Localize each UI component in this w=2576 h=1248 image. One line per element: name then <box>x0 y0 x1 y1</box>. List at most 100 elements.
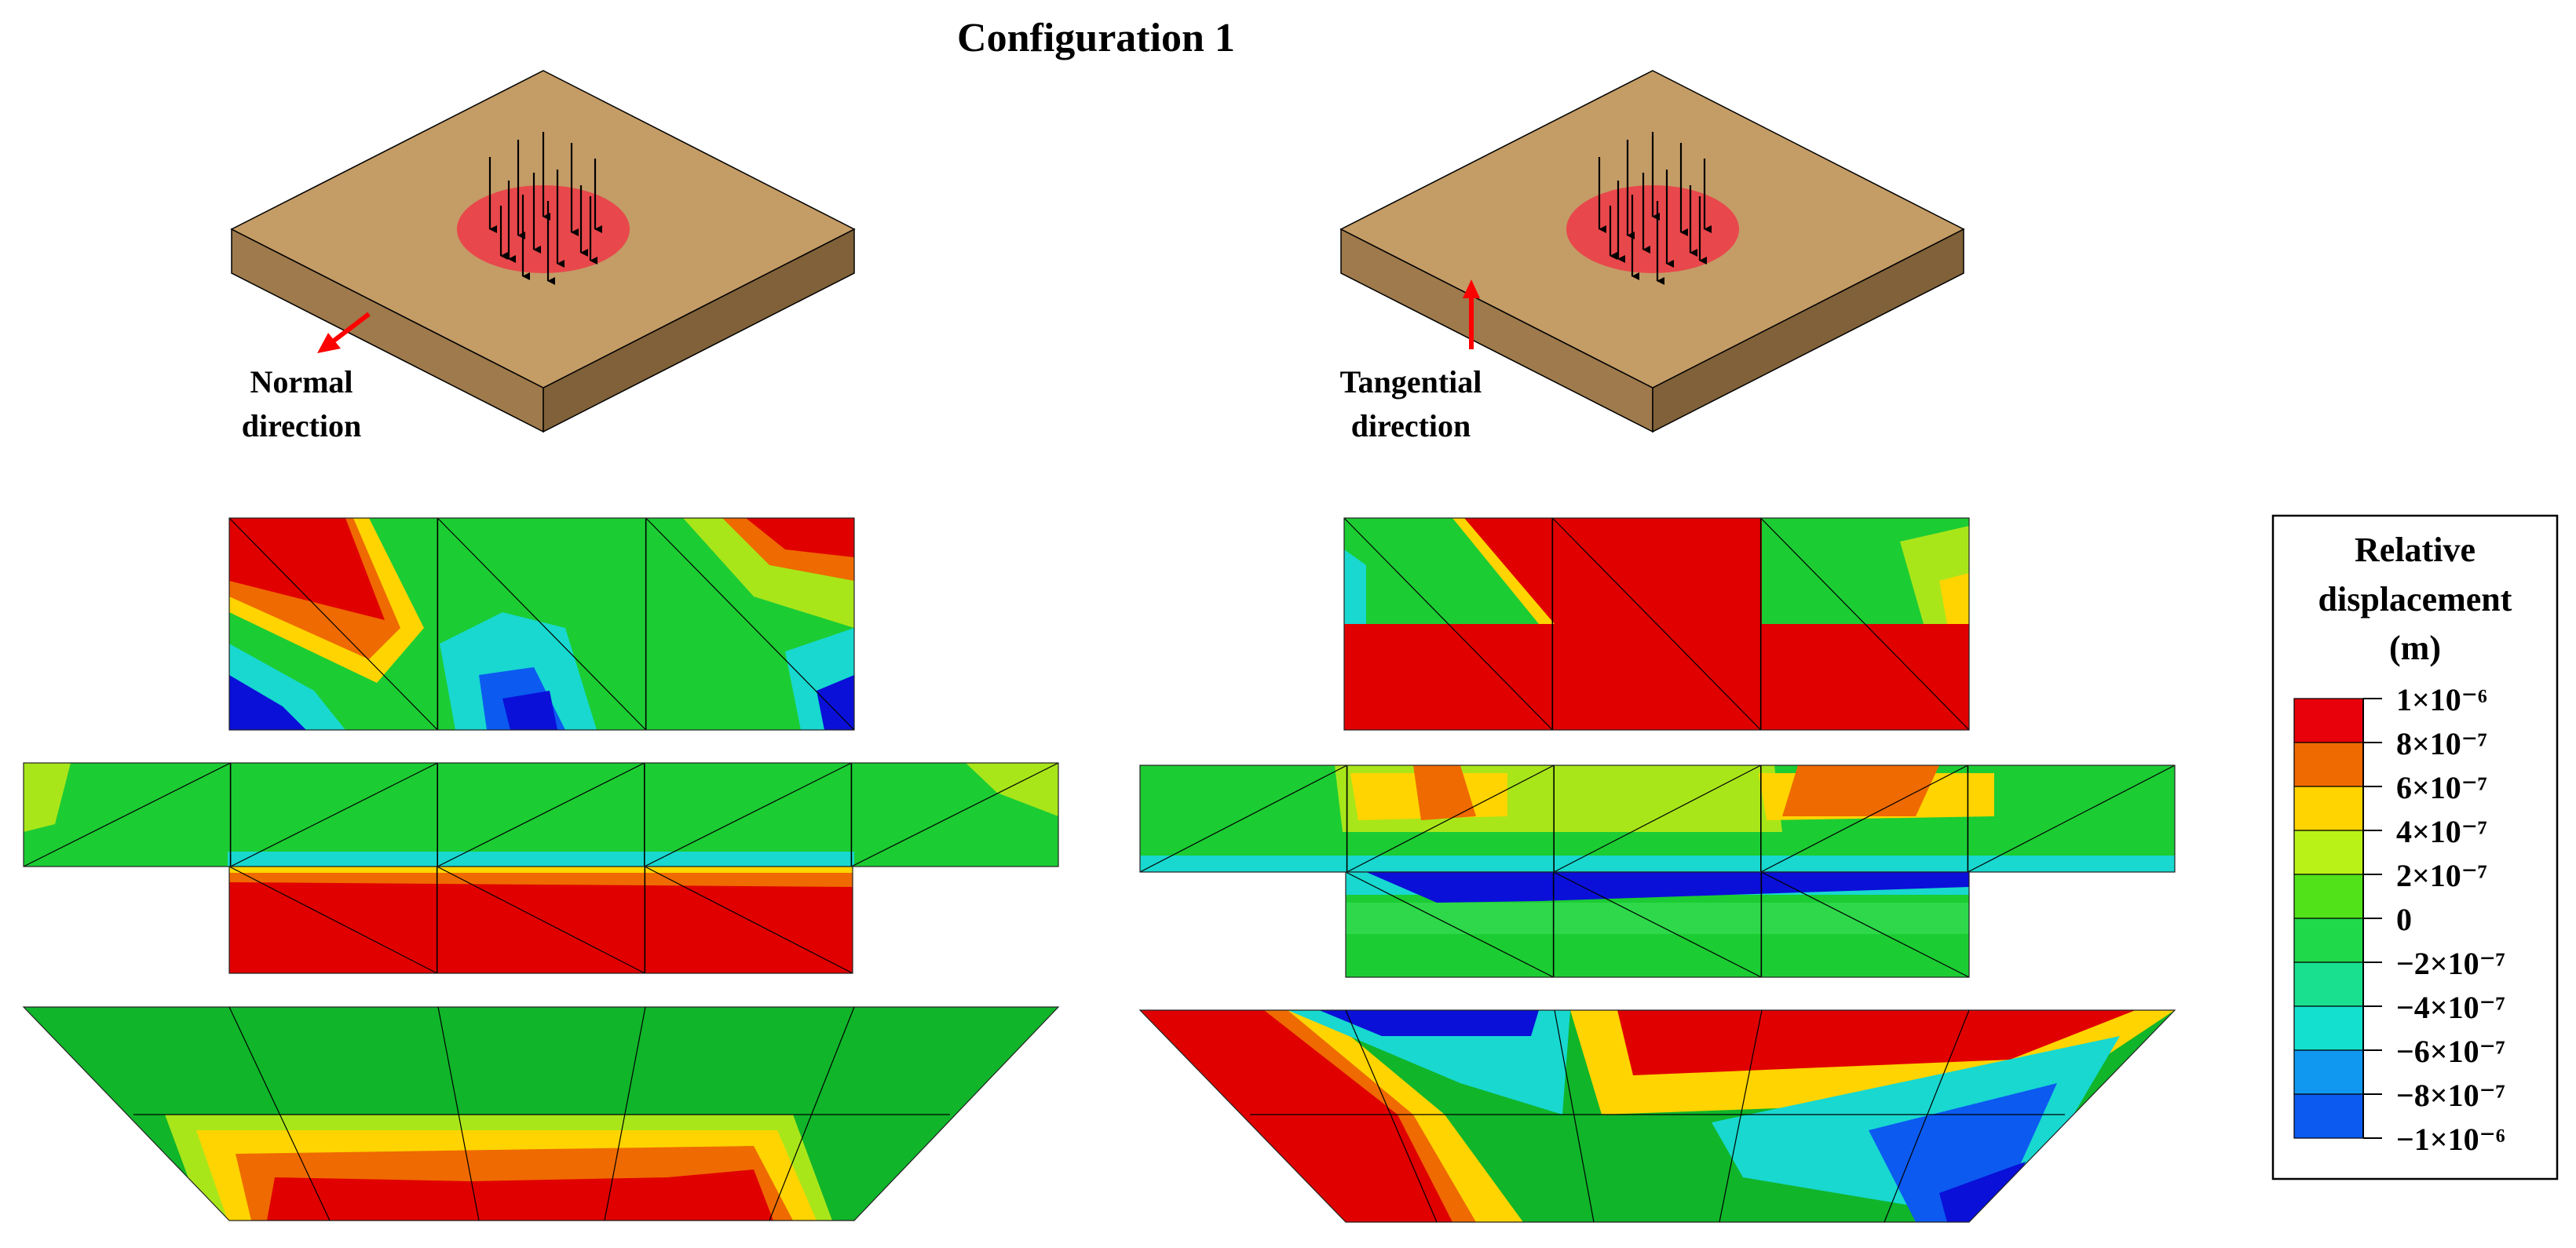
contour-tangential-top <box>1343 517 1970 731</box>
tangential-arrow-head <box>1463 279 1480 298</box>
mesh-diagonal <box>1760 517 1970 731</box>
field-cyan <box>1140 856 2175 872</box>
mesh-diagonal <box>1553 871 1762 978</box>
mesh-line <box>769 1006 855 1221</box>
trapezoid-outline <box>22 1006 1060 1221</box>
mesh-line <box>1554 1009 1595 1223</box>
slab-normal <box>230 70 856 433</box>
legend-swatch <box>2293 874 2364 919</box>
mesh-diagonal <box>1760 764 1968 873</box>
mesh-diagonal <box>437 517 647 731</box>
legend-swatch <box>2293 742 2364 787</box>
legend-swatch <box>2293 786 2364 831</box>
legend-swatch <box>2293 830 2364 875</box>
mesh-diagonal <box>1346 764 1555 873</box>
field-lime <box>966 763 1058 816</box>
mesh-diagonal <box>1761 871 1970 978</box>
figure-title: Configuration 1 <box>957 16 1235 60</box>
field-red <box>746 518 854 557</box>
legend-title-line2: displacement <box>2318 580 2512 619</box>
normal-arrow-shaft <box>328 312 371 346</box>
mesh-diagonal <box>228 517 438 731</box>
normal-label-line2: direction <box>242 408 362 443</box>
legend-swatch <box>2293 698 2364 743</box>
contour-tangential-bottom <box>1138 1009 2176 1223</box>
field-cyan <box>228 852 854 867</box>
panel-border <box>228 866 853 974</box>
trapezoid-fill <box>24 1007 1058 1221</box>
legend-label: −8×10⁻⁷ <box>2396 1078 2505 1113</box>
panel-border <box>228 517 855 731</box>
trapezoid-outline <box>1138 1009 2176 1223</box>
slab-tangential <box>1339 70 1965 433</box>
legend-labels: 1×10⁻⁶ 8×10⁻⁷ 6×10⁻⁷ 4×10⁻⁷ 2×10⁻⁷ 0 −2×… <box>2396 682 2505 1157</box>
field-cyan <box>1288 1010 1570 1115</box>
legend-label: 4×10⁻⁷ <box>2396 814 2487 849</box>
contour-normal-middle <box>23 762 1059 974</box>
field-yellow <box>1452 518 1555 624</box>
legend-label: −4×10⁻⁷ <box>2396 990 2505 1025</box>
mesh-line <box>437 1006 480 1221</box>
legend-swatch <box>2293 962 2364 1007</box>
legend-label: −6×10⁻⁷ <box>2396 1034 2505 1069</box>
legend-swatch <box>2293 1093 2364 1139</box>
field-blue <box>502 691 557 730</box>
mesh-diagonal <box>1343 517 1553 731</box>
legend-label: 1×10⁻⁶ <box>2396 682 2487 717</box>
mesh-diagonal <box>644 762 852 867</box>
field-lime <box>24 763 71 832</box>
trapezoid-fill <box>1140 1010 2175 1222</box>
legend-label: −2×10⁻⁷ <box>2396 946 2505 981</box>
field-blue <box>1939 1162 2026 1222</box>
mesh-line <box>1719 1009 1763 1223</box>
panel-border <box>1343 517 1970 731</box>
legend-swatch <box>2293 918 2364 963</box>
field-orange <box>1782 765 1939 816</box>
field-green-band <box>1346 903 1969 934</box>
legend-swatch <box>2293 1049 2364 1095</box>
contour-tangential-middle <box>1139 764 2176 978</box>
legend-label: 8×10⁻⁷ <box>2396 726 2487 761</box>
tangential-label-line1: Tangential <box>1340 364 1482 400</box>
mesh-diagonal <box>851 762 1059 867</box>
field-blue <box>817 675 854 730</box>
mesh-diagonal <box>1553 764 1762 873</box>
mesh-diagonal <box>228 866 437 974</box>
contour-normal-bottom <box>22 1006 1060 1221</box>
contour-normal-top <box>228 517 855 731</box>
legend-label: 0 <box>2396 902 2412 937</box>
legend-label: −1×10⁻⁶ <box>2396 1122 2505 1157</box>
panel-border <box>1345 871 1970 978</box>
normal-label-line1: Normal <box>250 364 353 400</box>
field-green <box>1344 518 1551 624</box>
field-red <box>229 882 853 973</box>
legend: Relative displacement (m) 1×10⁻⁶ 8×10⁻⁷ … <box>2271 514 2559 1180</box>
mesh-diagonal <box>230 762 438 867</box>
field-cyan <box>1344 549 1366 624</box>
mesh-diagonal <box>1551 517 1762 731</box>
legend-label: 2×10⁻⁷ <box>2396 858 2487 893</box>
mesh-line <box>604 1006 646 1221</box>
field-blue <box>229 675 306 730</box>
mesh-line <box>1345 1009 1438 1223</box>
field-red <box>267 1170 773 1221</box>
legend-title-line1: Relative <box>2355 531 2476 569</box>
field-red <box>1617 1010 2136 1075</box>
legend-title-line3: (m) <box>2389 629 2441 667</box>
field-blue <box>1319 1010 1539 1036</box>
field-blue <box>1366 872 1969 903</box>
mesh-diagonal <box>437 866 645 974</box>
tangential-label-line2: direction <box>1351 408 1471 443</box>
field-red <box>229 518 385 620</box>
field-yellow <box>1939 573 1969 624</box>
mesh-diagonal <box>1345 871 1554 978</box>
mesh-line <box>1884 1009 1970 1223</box>
field-orange <box>1413 765 1476 820</box>
mesh-diagonal <box>645 517 855 731</box>
mesh-line <box>228 1006 331 1221</box>
mesh-diagonal <box>1139 764 1347 873</box>
mesh-diagonal <box>437 762 645 867</box>
mesh-diagonal <box>23 762 231 867</box>
mesh-diagonal <box>1968 764 2176 873</box>
